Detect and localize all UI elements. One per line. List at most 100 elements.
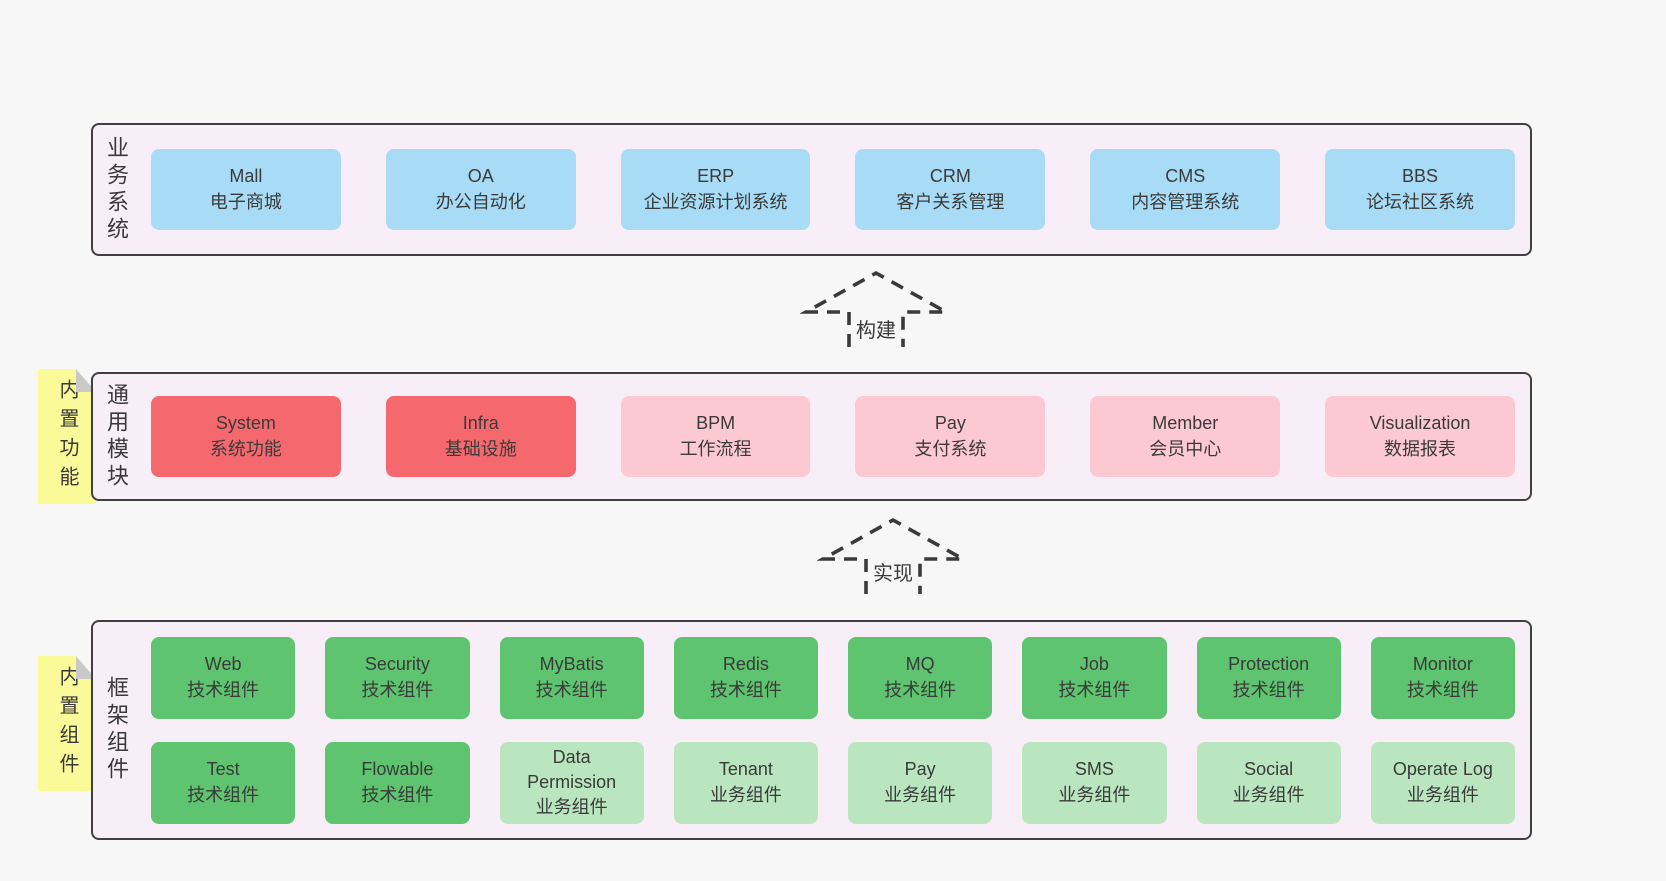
module-box-subtitle: 支付系统 (914, 438, 987, 459)
module-box-member: Member 会员中心 (1090, 396, 1281, 477)
module-box-title: BBS (1402, 166, 1439, 187)
sticky-note-builtin-components: 内置组件 (38, 656, 96, 791)
module-box-monitor: Monitor 技术组件 (1370, 636, 1515, 719)
module-box-title: Operate Log (1392, 759, 1493, 780)
dashed-up-arrow-build (800, 270, 952, 347)
business-systems-panel: 业务系统 Mall 电子商城 OA 办公自动化 ERP 企业资源计划系统 CRM 客户关系管理… (91, 123, 1532, 256)
module-box-subtitle: 技术组件 (884, 679, 957, 700)
module-box-title: MQ (905, 654, 935, 675)
module-box-subtitle: 办公自动化 (435, 191, 526, 212)
module-box-pay: Pay 支付系统 (855, 396, 1046, 477)
panel-side-label-wrap: 通用模块 (93, 374, 139, 499)
module-box-title: Web (204, 654, 242, 675)
module-box-subtitle: 业务组件 (1406, 784, 1479, 805)
module-box-title: Mall (229, 166, 263, 187)
module-box-subtitle: 工作流程 (679, 438, 752, 459)
module-box-title: Tenant (718, 759, 773, 780)
module-box-title: Flowable (361, 759, 434, 780)
module-box-title: System (215, 413, 276, 434)
module-box-title: Protection (1228, 654, 1310, 675)
module-box-title: Member (1152, 413, 1219, 434)
module-box-infra: Infra 基础设施 (385, 396, 576, 477)
box-row: Mall 电子商城 OA 办公自动化 ERP 企业资源计划系统 CRM 客户关系管理 CMS 内容… (151, 149, 1515, 230)
module-box-title: CRM (929, 166, 971, 187)
module-box-subtitle: 技术组件 (361, 784, 434, 805)
module-box-bbs: BBS 论坛社区系统 (1325, 149, 1515, 230)
module-box-visualization: Visualization 数据报表 (1325, 396, 1515, 477)
module-box-title: MyBatis (539, 654, 604, 675)
sticky-note-label: 内置组件 (56, 665, 78, 782)
module-box-title: BPM (696, 413, 736, 434)
box-rows: Mall 电子商城 OA 办公自动化 ERP 企业资源计划系统 CRM 客户关系管理 CMS 内容… (139, 125, 1530, 254)
module-box-mq: MQ 技术组件 (848, 636, 993, 719)
module-box-subtitle: 技术组件 (187, 679, 260, 700)
module-box-operate-log: Operate Log 业务组件 (1370, 741, 1515, 824)
box-row: System 系统功能 Infra 基础设施 BPM 工作流程 Pay 支付系统 Member 会… (151, 396, 1515, 477)
framework-components-label: 框架组件 (104, 676, 129, 784)
module-box-title: Visualization (1369, 413, 1471, 434)
module-box-subtitle: 内容管理系统 (1131, 191, 1240, 212)
module-box-web: Web 技术组件 (151, 636, 296, 719)
module-box-bpm: BPM 工作流程 (620, 396, 811, 477)
business-systems-label: 业务系统 (104, 135, 129, 244)
module-box-title: CMS (1165, 166, 1206, 187)
module-box-title: OA (467, 166, 494, 187)
module-box-redis: Redis 技术组件 (673, 636, 818, 719)
module-box-cms: CMS 内容管理系统 (1090, 149, 1281, 230)
module-box-subtitle: 技术组件 (709, 679, 782, 700)
panel-side-label-wrap: 业务系统 (93, 125, 139, 254)
module-box-subtitle: 业务组件 (535, 797, 608, 818)
module-box-subtitle: 电子商城 (209, 191, 282, 212)
module-box-subtitle: 业务组件 (709, 784, 782, 805)
module-box-system: System 系统功能 (151, 396, 341, 477)
module-box-subtitle: 论坛社区系统 (1366, 191, 1475, 212)
module-box-security: Security 技术组件 (325, 636, 470, 719)
module-box-title: SMS (1074, 759, 1114, 780)
build-arrow-label: 构建 (851, 313, 901, 344)
sticky-note-builtin-features: 内置功能 (38, 369, 96, 504)
module-box-subtitle: 客户关系管理 (896, 191, 1005, 212)
module-box-subtitle: 技术组件 (1232, 679, 1305, 700)
module-box-subtitle: 业务组件 (884, 784, 957, 805)
module-box-title: ERP (697, 166, 735, 187)
module-box-mall: Mall 电子商城 (151, 149, 341, 230)
module-box-subtitle: 技术组件 (361, 679, 434, 700)
module-box-subtitle: 技术组件 (1406, 679, 1479, 700)
module-box-subtitle: 基础设施 (444, 438, 517, 459)
module-box-title: Pay (934, 413, 966, 434)
module-box-oa: OA 办公自动化 (385, 149, 576, 230)
module-box-title: Social (1244, 759, 1294, 780)
module-box-title: Data Permission (527, 746, 617, 792)
module-box-title: Security (364, 654, 430, 675)
arrow-outline (800, 270, 952, 347)
module-box-title: Pay (904, 759, 936, 780)
module-box-flowable: Flowable 技术组件 (325, 741, 470, 824)
module-box-crm: CRM 客户关系管理 (855, 149, 1046, 230)
module-box-tenant: Tenant 业务组件 (673, 741, 818, 824)
module-box-subtitle: 技术组件 (1058, 679, 1131, 700)
module-box-subtitle: 业务组件 (1232, 784, 1305, 805)
module-box-subtitle: 系统功能 (209, 438, 282, 459)
module-box-subtitle: 数据报表 (1384, 438, 1457, 459)
panel-side-label-wrap: 框架组件 (93, 622, 139, 838)
module-box-sms: SMS 业务组件 (1022, 741, 1167, 824)
module-box-title: Redis (722, 654, 769, 675)
module-box-pay: Pay 业务组件 (848, 741, 993, 824)
module-box-subtitle: 会员中心 (1149, 438, 1222, 459)
box-rows: System 系统功能 Infra 基础设施 BPM 工作流程 Pay 支付系统 Member 会… (139, 374, 1530, 499)
module-box-subtitle: 企业资源计划系统 (643, 191, 788, 212)
module-box-title: Infra (462, 413, 499, 434)
module-box-subtitle: 业务组件 (1058, 784, 1131, 805)
module-box-data-permission: Data Permission 业务组件 (499, 741, 644, 824)
common-modules-panel: 通用模块 System 系统功能 Infra 基础设施 BPM 工作流程 Pay 支付系统 Me… (91, 372, 1532, 501)
module-box-subtitle: 技术组件 (187, 784, 260, 805)
arrow-outline (817, 517, 969, 594)
module-box-title: Monitor (1412, 654, 1473, 675)
